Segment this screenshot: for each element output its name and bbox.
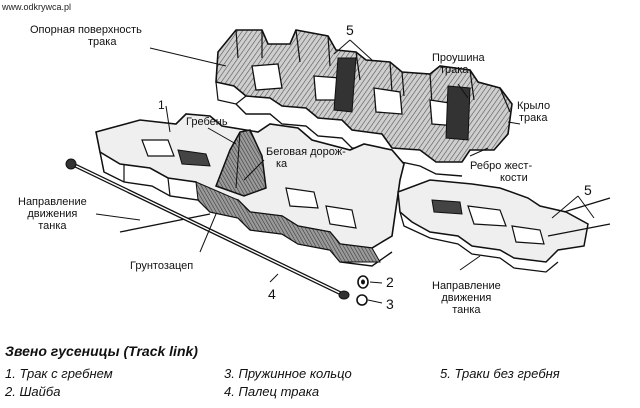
label-line: ка — [276, 158, 288, 170]
label-line: Крыло — [517, 100, 551, 112]
label-line: Направление — [18, 196, 87, 208]
label-line: танка — [452, 304, 481, 316]
label-line: Направление — [432, 280, 501, 292]
label-rib: Ребро жест- кости — [470, 160, 532, 184]
track-pin — [65, 158, 350, 300]
label-move-dir-left: Направление движения танка — [18, 196, 87, 232]
label-line: Ребро жест- — [470, 160, 533, 172]
label-line: танка — [38, 220, 67, 232]
upper-track-links — [215, 29, 513, 177]
spring-ring — [356, 294, 368, 306]
callout-5-top: 5 — [346, 22, 354, 38]
callout-4: 4 — [268, 286, 276, 302]
legend-item-2: 2. Шайба — [5, 384, 61, 399]
label-line: Опорная поверхность — [30, 24, 142, 36]
label-line: трака — [440, 64, 469, 76]
label-line: трака — [519, 112, 548, 124]
right-plain-link — [397, 179, 589, 273]
legend-item-5: 5. Траки без гребня — [440, 366, 560, 381]
label-line: кости — [500, 172, 528, 184]
label-grouser: Грунтозацеп — [130, 260, 194, 272]
link-with-crest — [95, 113, 405, 267]
callout-2: 2 — [386, 274, 394, 290]
legend-item-4: 4. Палец трака — [224, 384, 320, 399]
label-crest: Гребень — [186, 116, 228, 128]
label-line: движения — [441, 292, 492, 304]
label-lug: Проушина трака — [432, 52, 485, 76]
watermark: www.odkrywca.pl — [2, 2, 72, 12]
label-line: Проушина — [432, 52, 485, 64]
legend-item-1: 1. Трак с гребнем — [5, 366, 113, 381]
leader-lines — [95, 39, 595, 304]
label-line: Беговая дорож- — [266, 146, 346, 158]
label-line: трака — [88, 36, 117, 48]
callout-5-right: 5 — [584, 182, 592, 198]
callout-1: 1 — [158, 98, 165, 112]
label-support-surface: Опорная поверхность трака — [30, 24, 142, 48]
legend-item-3: 3. Пружинное кольцо — [224, 366, 352, 381]
label-move-dir-right: Направление движения танка — [432, 280, 501, 316]
label-track-path: Беговая дорож- ка — [266, 146, 346, 170]
callout-3: 3 — [386, 296, 394, 312]
ground-lines — [119, 197, 611, 237]
washer — [357, 275, 369, 289]
figure-caption: Звено гусеницы (Track link) — [5, 343, 198, 359]
label-wing: Крыло трака — [517, 100, 550, 124]
track-link-drawing — [65, 29, 611, 306]
label-line: движения — [27, 208, 78, 220]
